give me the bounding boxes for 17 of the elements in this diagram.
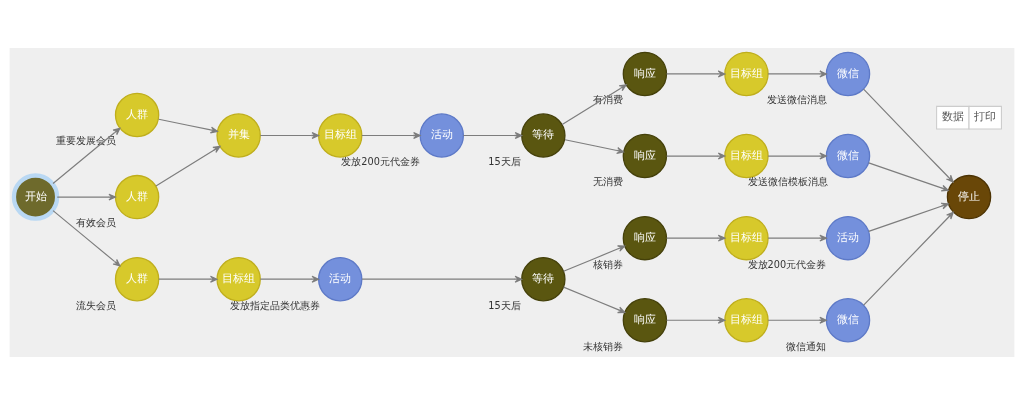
- node-label: 发放200元代金券: [747, 258, 827, 270]
- node-label: 重要发展会员: [56, 135, 117, 147]
- node-label: 有效会员: [75, 217, 116, 229]
- node-label: 流失会员: [75, 299, 116, 311]
- node-label: 15天后: [488, 155, 521, 167]
- label: 打印: [974, 110, 997, 124]
- node-label: 未核销券: [583, 340, 624, 352]
- node-label: 无消费: [593, 176, 624, 188]
- node-label: 核销券: [593, 258, 624, 270]
- node-label: 发送微信模板消息: [747, 176, 828, 188]
- node-label: 微信通知: [786, 340, 827, 352]
- node-label: 发放200元代金券: [341, 155, 420, 167]
- node-label: 15天后: [488, 299, 521, 311]
- label: 数据: [942, 110, 965, 124]
- node-label: 发送微信消息: [766, 94, 827, 106]
- node-label: 发放指定品类优惠券: [230, 299, 321, 311]
- node-label: 有消费: [593, 94, 624, 106]
